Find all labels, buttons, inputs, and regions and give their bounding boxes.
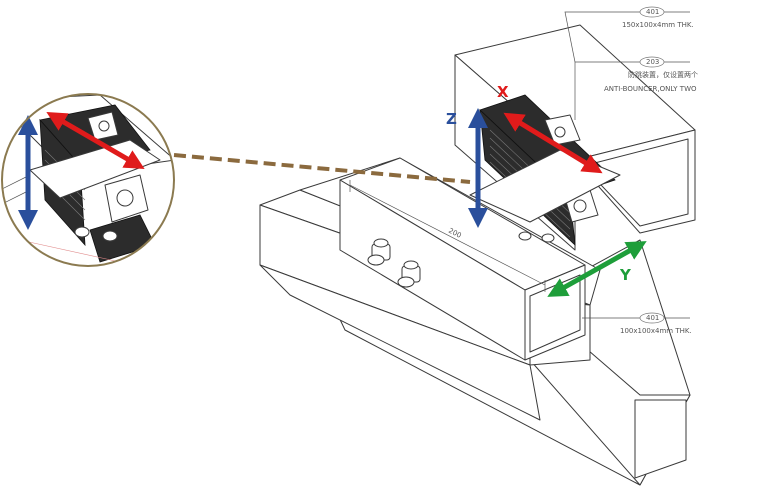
callout-lower-tube: 401 100x100x4mm THK. xyxy=(582,312,692,335)
callout-upper-tube: 401 150x100x4mm THK. xyxy=(564,6,694,63)
axis-y-label: Y xyxy=(619,266,632,284)
callout-upper-tube-tag: 401 xyxy=(646,8,659,16)
callout-clip: 203 防跳装置，仅设置两个 ANTI-BOUNCER,ONLY TWO xyxy=(574,56,698,120)
zoom-detail-view xyxy=(1,93,175,267)
zoom-leader-dashed xyxy=(173,153,471,184)
callout-lower-tube-tag: 401 xyxy=(646,314,659,322)
zoom-axis-x-arrow xyxy=(46,111,145,170)
axis-x-label: X xyxy=(497,83,509,101)
axis-z-label: Z xyxy=(446,110,457,128)
callout-clip-text-en: ANTI-BOUNCER,ONLY TWO xyxy=(604,85,697,93)
sleeve-bolts xyxy=(367,238,421,288)
callout-lower-tube-text: 100x100x4mm THK. xyxy=(620,327,692,335)
callout-clip-tag: 203 xyxy=(646,58,659,66)
dimension-200: 200 xyxy=(349,180,546,292)
callout-clip-text-cn: 防跳装置，仅设置两个 xyxy=(628,70,698,79)
axis-y-arrow xyxy=(547,241,647,297)
axis-x-arrow xyxy=(503,112,603,174)
callout-upper-tube-text: 150x100x4mm THK. xyxy=(622,21,694,29)
zoom-ring xyxy=(1,93,175,267)
